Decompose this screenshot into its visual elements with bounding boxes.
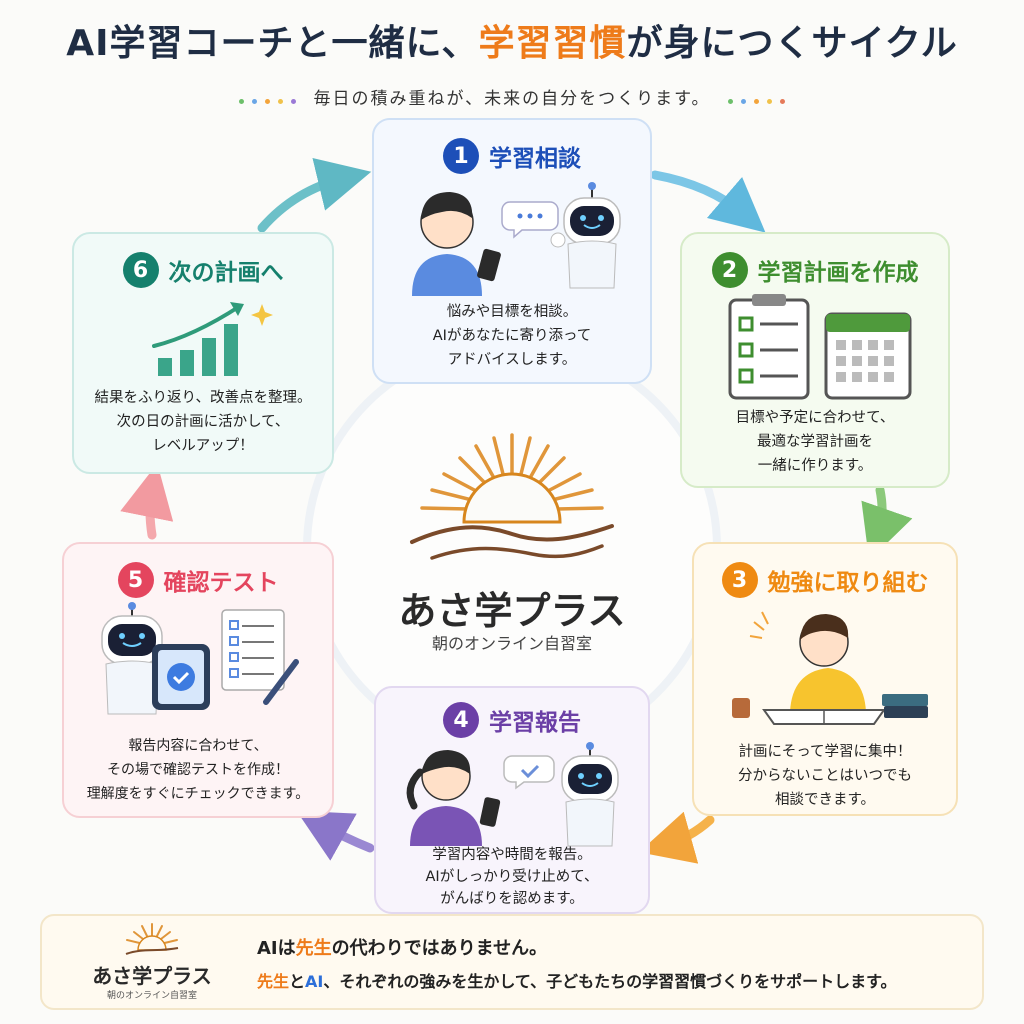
step-3-header: 3 勉強に取り組む xyxy=(694,560,956,600)
center-logo-tagline: 朝のオンライン自習室 xyxy=(431,634,592,653)
footer-line-1: AIは先生の代わりではありません。 xyxy=(257,938,548,959)
step-4-description: 学習内容や時間を報告。 AIがしっかり受け止めて、 がんばりを認めます。 xyxy=(425,847,599,907)
step-2-title: 学習計画を作成 xyxy=(757,260,919,286)
step-6-title: 次の計画へ xyxy=(168,260,284,286)
arrow-2-to-3 xyxy=(861,485,913,561)
robot-with-tablet-and-test-icon xyxy=(101,602,299,715)
footer-line-2: 先生とAI、それぞれの強みを生かして、子どもたちの学習習慣づくりをサポートします… xyxy=(257,972,897,991)
step-1-description: 悩みや目標を相談。 AIがあなたに寄り添って アドバイスします。 xyxy=(432,304,592,368)
step-card-5: 5 確認テスト 報告内容に合わせて、 その場で確認テストを作成！ 理解度をすぐに… xyxy=(62,542,334,818)
arrow-6-to-1 xyxy=(257,158,372,233)
step-card-4: 4 学習報告 学習内容や時間を報告。 AIがしっかり受け止めて、 がんばりを認め… xyxy=(374,686,650,914)
subtitle-text: 毎日の積み重ねが、未来の自分をつくります。 xyxy=(313,89,711,109)
step-2-number: 2 xyxy=(711,252,748,288)
dots-decoration-left xyxy=(235,89,300,109)
center-logo-name: あさ学プラス xyxy=(398,589,626,633)
step-5-title: 確認テスト xyxy=(163,570,279,596)
step-4-number: 4 xyxy=(443,702,479,738)
arrow-5-to-6 xyxy=(120,463,174,540)
sunrise-logo-icon xyxy=(410,433,614,560)
subtitle: 毎日の積み重ねが、未来の自分をつくります。 xyxy=(0,84,1024,109)
step-card-2: 2 学習計画を作成 目標や予定に合わせて、 最適な学習計画を 一緒に作ります。 xyxy=(680,232,950,488)
step-6-number: 6 xyxy=(122,252,159,288)
growth-chart-icon xyxy=(152,302,273,376)
step-1-title: 学習相談 xyxy=(489,146,581,172)
step-4-header: 4 学習報告 xyxy=(376,700,648,740)
student-reporting-to-robot-icon xyxy=(406,742,619,847)
step-5-number: 5 xyxy=(117,562,154,598)
footer-logo-name: あさ学プラス xyxy=(92,964,212,988)
step-2-description: 目標や予定に合わせて、 最適な学習計画を 一緒に作ります。 xyxy=(735,410,895,474)
student-studying-icon xyxy=(732,611,928,725)
dots-decoration-right xyxy=(724,89,789,109)
title-part2: が身につくサイクル xyxy=(626,23,958,64)
footer-banner: あさ学プラス 朝のオンライン自習室 AIは先生の代わりではありません。 先生とA… xyxy=(40,914,984,1010)
page-title: AI学習コーチと一緒に、学習習慣が身につくサイクル xyxy=(0,14,1024,66)
step-5-description: 報告内容に合わせて、 その場で確認テストを作成！ 理解度をすぐにチェックできます… xyxy=(86,738,310,802)
step-6-description: 結果をふり返り、改善点を整理。 次の日の計画に活かして、 レベルアップ！ xyxy=(94,390,312,454)
step-3-number: 3 xyxy=(721,562,758,598)
step-4-title: 学習報告 xyxy=(489,710,581,736)
step-6-header: 6 次の計画へ xyxy=(74,250,332,290)
step-3-description: 計画にそって学習に集中！ 分からないことはいつでも 相談できます。 xyxy=(738,744,912,808)
step-1-header: 1 学習相談 xyxy=(374,136,650,176)
step-5-header: 5 確認テスト xyxy=(64,560,332,600)
step-2-header: 2 学習計画を作成 xyxy=(682,250,948,290)
student-with-phone-and-robot-icon xyxy=(412,182,621,296)
step-card-6: 6 次の計画へ 結果をふり返り、改善点を整理。 次の日の計画に活かして、 レベル… xyxy=(72,232,334,474)
title-highlight: 学習習慣 xyxy=(478,23,627,64)
step-card-1: 1 学習相談 悩みや目標を相談。 AIがあなたに寄り添って アドバイスします。 xyxy=(372,118,652,384)
arrow-4-to-5 xyxy=(296,810,375,861)
step-card-3: 3 勉強に取り組む 計画にそって学習に集中！ 分からないことはいつでも 相談でき… xyxy=(692,542,958,816)
arrow-3-to-4 xyxy=(639,811,715,864)
title-part1: AI学習コーチと一緒に、 xyxy=(66,23,479,64)
step-1-number: 1 xyxy=(443,138,479,174)
footer-logo-tagline: 朝のオンライン自習室 xyxy=(106,991,197,1001)
checklist-and-calendar-icon xyxy=(728,294,912,400)
footer-sunrise-logo-icon xyxy=(125,923,179,955)
step-3-title: 勉強に取り組む xyxy=(767,570,929,596)
arrow-1-to-2 xyxy=(650,170,766,233)
